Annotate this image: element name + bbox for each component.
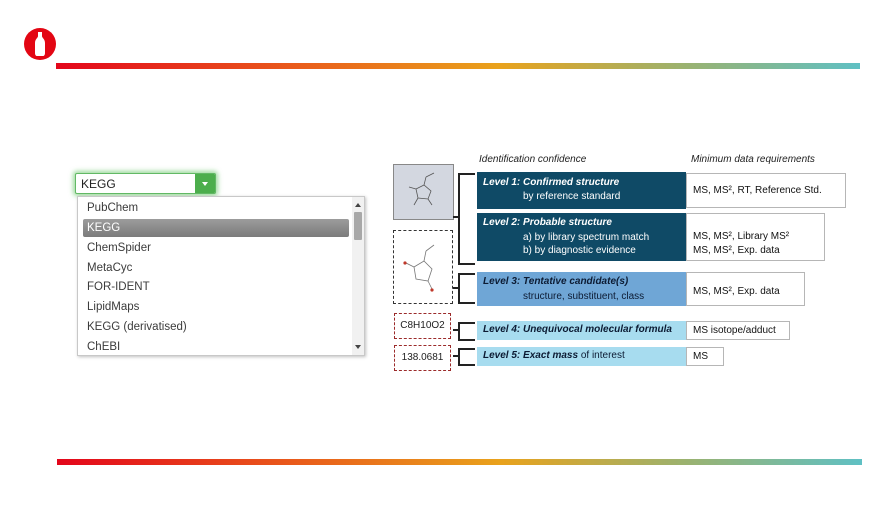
molecule-structure-icon <box>403 244 435 292</box>
option-kegg-derivatised[interactable]: KEGG (derivatised) <box>87 321 187 333</box>
scroll-down-arrow-icon[interactable] <box>355 345 361 349</box>
option-lipidmaps[interactable]: LipidMaps <box>87 301 140 313</box>
option-pubchem[interactable]: PubChem <box>87 202 139 214</box>
level-4-requirement: MS isotope/adduct <box>693 325 776 336</box>
identification-confidence-heading: Identification confidence <box>479 154 587 165</box>
database-listbox[interactable]: PubChem KEGG ChemSpider MetaCyc FOR-IDEN… <box>77 196 365 356</box>
level-4-box: Level 4: Unequivocal molecular formula <box>477 321 686 340</box>
level-1-requirements: MS, MS², RT, Reference Std. <box>686 173 846 208</box>
level-3-bracket <box>458 273 475 304</box>
option-chebi[interactable]: ChEBI <box>87 341 121 353</box>
level-1-title: Level 1: Confirmed structure <box>483 177 620 188</box>
bracket-tick <box>453 287 459 289</box>
level-5-title-row: Level 5: Exact mass of interest <box>483 350 625 361</box>
scroll-up-arrow-icon[interactable] <box>355 203 361 207</box>
level-4-bracket <box>458 322 475 341</box>
listbox-scrollbar[interactable] <box>352 197 364 355</box>
brand-logo <box>24 28 56 60</box>
level-1-box: Level 1: Confirmed structure by referenc… <box>477 172 686 209</box>
level-2-requirements: MS, MS², Library MS² MS, MS², Exp. data <box>686 213 825 261</box>
level-2-line-b: b) by diagnostic evidence <box>523 245 636 256</box>
level-4-requirements: MS isotope/adduct <box>686 321 790 340</box>
bottle-icon <box>35 32 45 56</box>
probable-structure-image <box>393 230 453 304</box>
level-1-line: by reference standard <box>523 191 621 202</box>
level-3-requirement: MS, MS², Exp. data <box>693 286 780 297</box>
level-1-requirement: MS, MS², RT, Reference Std. <box>693 185 822 196</box>
option-for-ident[interactable]: FOR-IDENT <box>87 281 150 293</box>
exact-mass-box: 138.0681 <box>394 345 451 371</box>
level-3-title: Level 3: Tentative candidate(s) <box>483 276 629 287</box>
header-gradient-bar <box>56 63 860 69</box>
select-value: KEGG <box>81 177 116 191</box>
scrollbar-thumb[interactable] <box>354 212 362 240</box>
level-4-title: Level 4: Unequivocal molecular formula <box>483 324 672 335</box>
level-3-line: structure, substituent, class <box>523 291 645 302</box>
level-3-box: Level 3: Tentative candidate(s) structur… <box>477 272 686 306</box>
molecule-structure-icon <box>408 172 435 206</box>
level-2-requirement-a: MS, MS², Library MS² <box>693 231 790 242</box>
footer-gradient-bar <box>57 459 862 465</box>
bracket-tick <box>453 329 459 331</box>
level-5-title-suffix: of interest <box>578 350 625 361</box>
option-chemspider[interactable]: ChemSpider <box>87 242 151 254</box>
level-2-line-a: a) by library spectrum match <box>523 232 650 243</box>
molecular-formula-box: C8H10O2 <box>394 313 451 339</box>
bracket-tick <box>453 216 459 218</box>
level-5-requirement: MS <box>693 351 708 362</box>
option-kegg[interactable]: KEGG <box>83 219 349 237</box>
database-select[interactable]: KEGG <box>75 173 216 194</box>
level-2-title: Level 2: Probable structure <box>483 217 612 228</box>
level-5-box: Level 5: Exact mass of interest <box>477 347 686 366</box>
level-3-requirements: MS, MS², Exp. data <box>686 272 805 306</box>
level-2-requirement-b: MS, MS², Exp. data <box>693 245 780 256</box>
level-2-box: Level 2: Probable structure a) by librar… <box>477 213 686 261</box>
confirmed-structure-image <box>393 164 454 220</box>
level-5-requirements: MS <box>686 347 724 366</box>
level-5-bracket <box>458 348 475 366</box>
level-5-title: Level 5: Exact mass <box>483 350 579 361</box>
chevron-down-icon <box>202 182 208 186</box>
level-1-2-bracket <box>458 173 475 265</box>
bracket-tick <box>453 355 459 357</box>
dropdown-toggle-button[interactable] <box>195 174 215 193</box>
data-requirements-heading: Minimum data requirements <box>691 154 815 165</box>
option-metacyc[interactable]: MetaCyc <box>87 262 133 274</box>
